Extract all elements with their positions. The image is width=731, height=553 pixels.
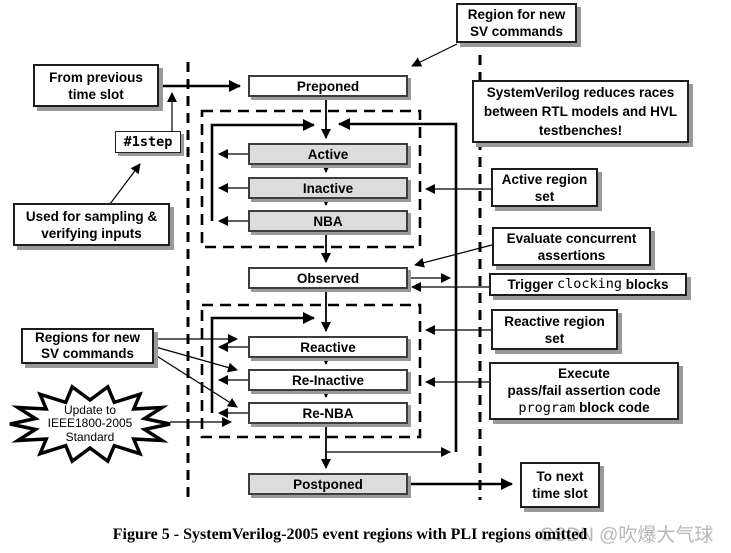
starburst-text: Update to IEEE1800-2005 Standard xyxy=(5,379,175,469)
arrow-sampling-to-1step xyxy=(109,163,141,205)
trigger-text-post: blocks xyxy=(622,277,669,292)
flow-box-active: Active xyxy=(248,143,408,165)
active-loop-left xyxy=(210,119,315,221)
annotation-trigger-clocking-blocks: Trigger clocking blocks xyxy=(489,273,687,296)
csdn-watermark: CSDN @吹爆大气球 xyxy=(540,525,714,546)
execute-text-program: program xyxy=(518,400,576,416)
annotation-systemverilog-reduces-races: SystemVerilog reduces races between RTL … xyxy=(472,80,689,143)
flow-box-reinactive: Re-Inactive xyxy=(248,369,408,391)
flow-box-renba: Re-NBA xyxy=(248,402,408,424)
execute-line-2: pass/fail assertion code xyxy=(507,383,661,398)
annotation-evaluate-concurrent-assertions: Evaluate concurrent assertions xyxy=(492,227,651,266)
execute-text-block-code: block code xyxy=(575,400,650,415)
flow-box-reactive: Reactive xyxy=(248,336,408,358)
annotation-execute-assertion-code: Execute pass/fail assertion code program… xyxy=(489,362,679,420)
annotation-from-previous-time-slot: From previous time slot xyxy=(33,64,159,107)
figure-caption: Figure 5 - SystemVerilog-2005 event regi… xyxy=(112,526,588,543)
starburst-line-2: IEEE1800-2005 xyxy=(47,416,133,431)
flow-box-inactive: Inactive xyxy=(248,177,408,199)
trigger-text-clocking: clocking xyxy=(556,276,622,292)
reactive-region-set-outline xyxy=(200,303,422,439)
feedback-loop-right xyxy=(338,118,458,452)
annotation-to-next-time-slot: To next time slot xyxy=(520,462,600,508)
annotation-reactive-region-set: Reactive region set xyxy=(491,309,618,350)
active-region-set-outline xyxy=(200,109,422,249)
starburst-shape xyxy=(9,384,171,464)
annotation-active-region-set: Active region set xyxy=(491,168,598,207)
starburst-line-3: Standard xyxy=(65,429,115,444)
flow-box-preponed: Preponed xyxy=(248,75,408,97)
arrow-evaluate-to-observed xyxy=(414,244,493,268)
flow-box-nba: NBA xyxy=(248,210,408,232)
flow-box-observed: Observed xyxy=(248,267,408,289)
arrow-regions-to-renba xyxy=(151,352,238,408)
annotation-used-for-sampling: Used for sampling & verifying inputs xyxy=(13,203,170,246)
arrow-regionnew-to-preponed xyxy=(411,43,458,67)
annotation-region-for-new-sv-commands: Region for new SV commands xyxy=(456,3,577,43)
execute-line-3: program block code xyxy=(518,399,649,417)
annotation-regions-for-new-sv-commands: Regions for new SV commands xyxy=(21,328,154,364)
flow-box-postponed: Postponed xyxy=(248,473,408,495)
trigger-text-pre: Trigger xyxy=(507,277,557,292)
execute-line-1: Execute xyxy=(558,366,610,381)
annotation-1step: #1step xyxy=(115,131,181,153)
arrow-regions-to-reinactive xyxy=(151,345,238,373)
reactive-loop-left xyxy=(210,312,315,413)
starburst-update-ieee1800-2005: Update to IEEE1800-2005 Standard xyxy=(5,379,175,469)
starburst-line-1: Update to xyxy=(63,402,117,417)
